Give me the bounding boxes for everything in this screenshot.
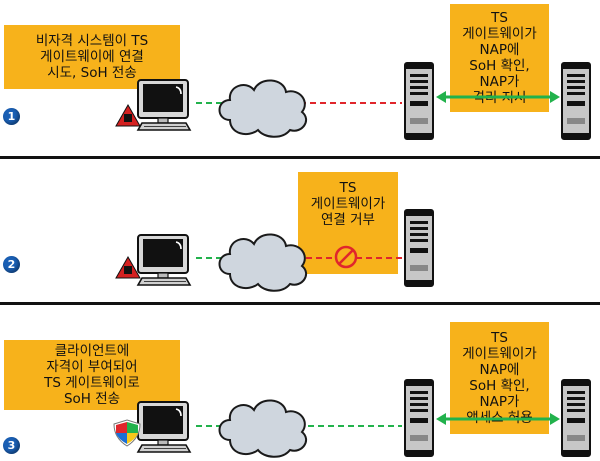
panel2-gateway-server-icon (404, 209, 434, 287)
panel3-step-badge: 3 (3, 437, 20, 454)
panel1-network-cloud-icon (218, 79, 308, 138)
panel1-gateway-server-icon (404, 62, 434, 140)
panel1-nap-server-icon (561, 62, 591, 140)
panel1-step-badge: 1 (3, 108, 20, 125)
panel2-step-badge: 2 (3, 256, 20, 273)
panel1-client-note: 비자격 시스템이 TS 게이트웨이에 연결 시도, SoH 전송 (4, 25, 180, 89)
panel3-gateway-nap-arrow (436, 413, 560, 425)
panel-divider-1 (0, 156, 600, 159)
panel3-nap-server-icon (561, 379, 591, 457)
panel3-gateway-note: TS 게이트웨이가 NAP에 SoH 확인, NAP가 액세스 허용 (450, 322, 549, 434)
panel3-windows-shield-icon (113, 419, 141, 447)
panel1-client-computer-icon (137, 79, 191, 131)
panel3-client-note: 클라이언트에 자격이 부여되어 TS 게이트웨이로 SoH 전송 (4, 340, 180, 410)
panel1-warning-triangle-icon (115, 103, 141, 127)
panel3-network-cloud-icon (218, 399, 308, 458)
panel2-warning-triangle-icon (115, 255, 141, 279)
panel2-no-entry-icon (334, 245, 358, 269)
panel-divider-2 (0, 302, 600, 305)
panel1-gateway-note: TS 게이트웨이가 NAP에 SoH 확인, NAP가 격리 지시 (450, 4, 549, 112)
panel3-client-computer-icon (137, 401, 191, 453)
panel2-network-cloud-icon (218, 233, 308, 292)
panel3-gateway-server-icon (404, 379, 434, 457)
panel2-client-computer-icon (137, 234, 191, 286)
panel1-gateway-nap-arrow (436, 91, 560, 103)
